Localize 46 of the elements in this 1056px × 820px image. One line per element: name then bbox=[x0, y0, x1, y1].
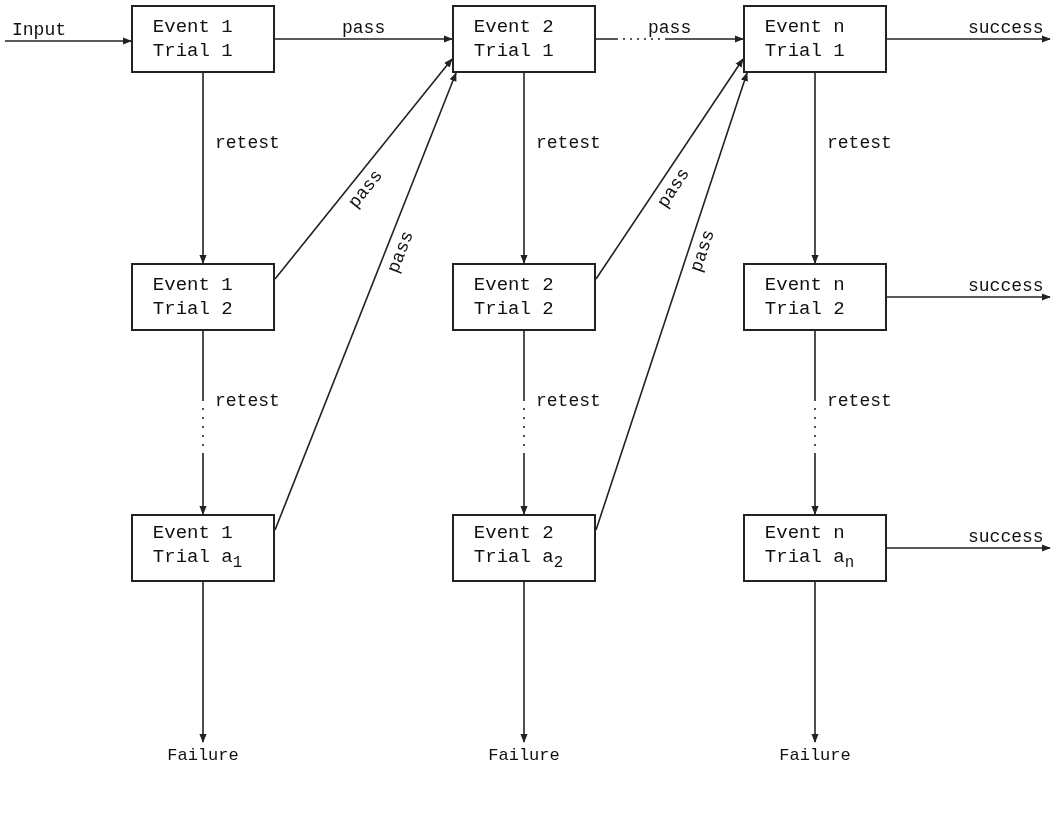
arrow bbox=[811, 330, 819, 515]
arrow bbox=[811, 72, 819, 264]
arrow bbox=[199, 72, 207, 264]
outcome-label: Failure bbox=[779, 745, 851, 765]
edge-label: pass bbox=[341, 18, 387, 38]
box-label: Event 1 Trial a$_{1}$ bbox=[152, 521, 244, 574]
process-box bbox=[131, 5, 275, 73]
arrow bbox=[595, 58, 744, 280]
process-box bbox=[131, 514, 275, 582]
arrow bbox=[199, 330, 207, 515]
edge-label: pass bbox=[686, 226, 720, 277]
arrow bbox=[274, 58, 453, 280]
box-label: Event 2 Trial 2 bbox=[473, 273, 555, 321]
arrow bbox=[886, 293, 1051, 301]
edge-label: success bbox=[967, 276, 1045, 296]
edge-label: success bbox=[967, 18, 1045, 38]
arrow bbox=[199, 581, 207, 743]
process-box bbox=[452, 263, 596, 331]
process-box bbox=[452, 5, 596, 73]
edge-label: success bbox=[967, 527, 1045, 547]
edge-label: pass bbox=[647, 18, 693, 38]
arrow bbox=[886, 35, 1051, 43]
arrow bbox=[520, 581, 528, 743]
arrow bbox=[811, 581, 819, 743]
outcome-label: Failure bbox=[167, 745, 239, 765]
process-box bbox=[743, 514, 887, 582]
box-label: Event 1 Trial 1 bbox=[152, 15, 234, 63]
process-box bbox=[743, 263, 887, 331]
arrow bbox=[520, 72, 528, 264]
box-label: Event 1 Trial 2 bbox=[152, 273, 234, 321]
process-box bbox=[452, 514, 596, 582]
process-box bbox=[743, 5, 887, 73]
arrow bbox=[4, 37, 132, 45]
outcome-label: Failure bbox=[488, 745, 560, 765]
box-label: Event 2 Trial 1 bbox=[473, 15, 555, 63]
box-label: Event 2 Trial a$_{2}$ bbox=[473, 521, 565, 574]
arrow bbox=[520, 330, 528, 515]
box-label: Event n Trial a$_{n}$ bbox=[764, 521, 856, 574]
box-label: Event n Trial 2 bbox=[764, 273, 846, 321]
edge-label: pass bbox=[382, 227, 419, 278]
box-label: Event n Trial 1 bbox=[764, 15, 846, 63]
arrow bbox=[886, 544, 1051, 552]
process-box bbox=[131, 263, 275, 331]
arrow bbox=[274, 35, 453, 43]
arrow bbox=[595, 35, 744, 43]
edge-label: Input bbox=[11, 20, 67, 40]
